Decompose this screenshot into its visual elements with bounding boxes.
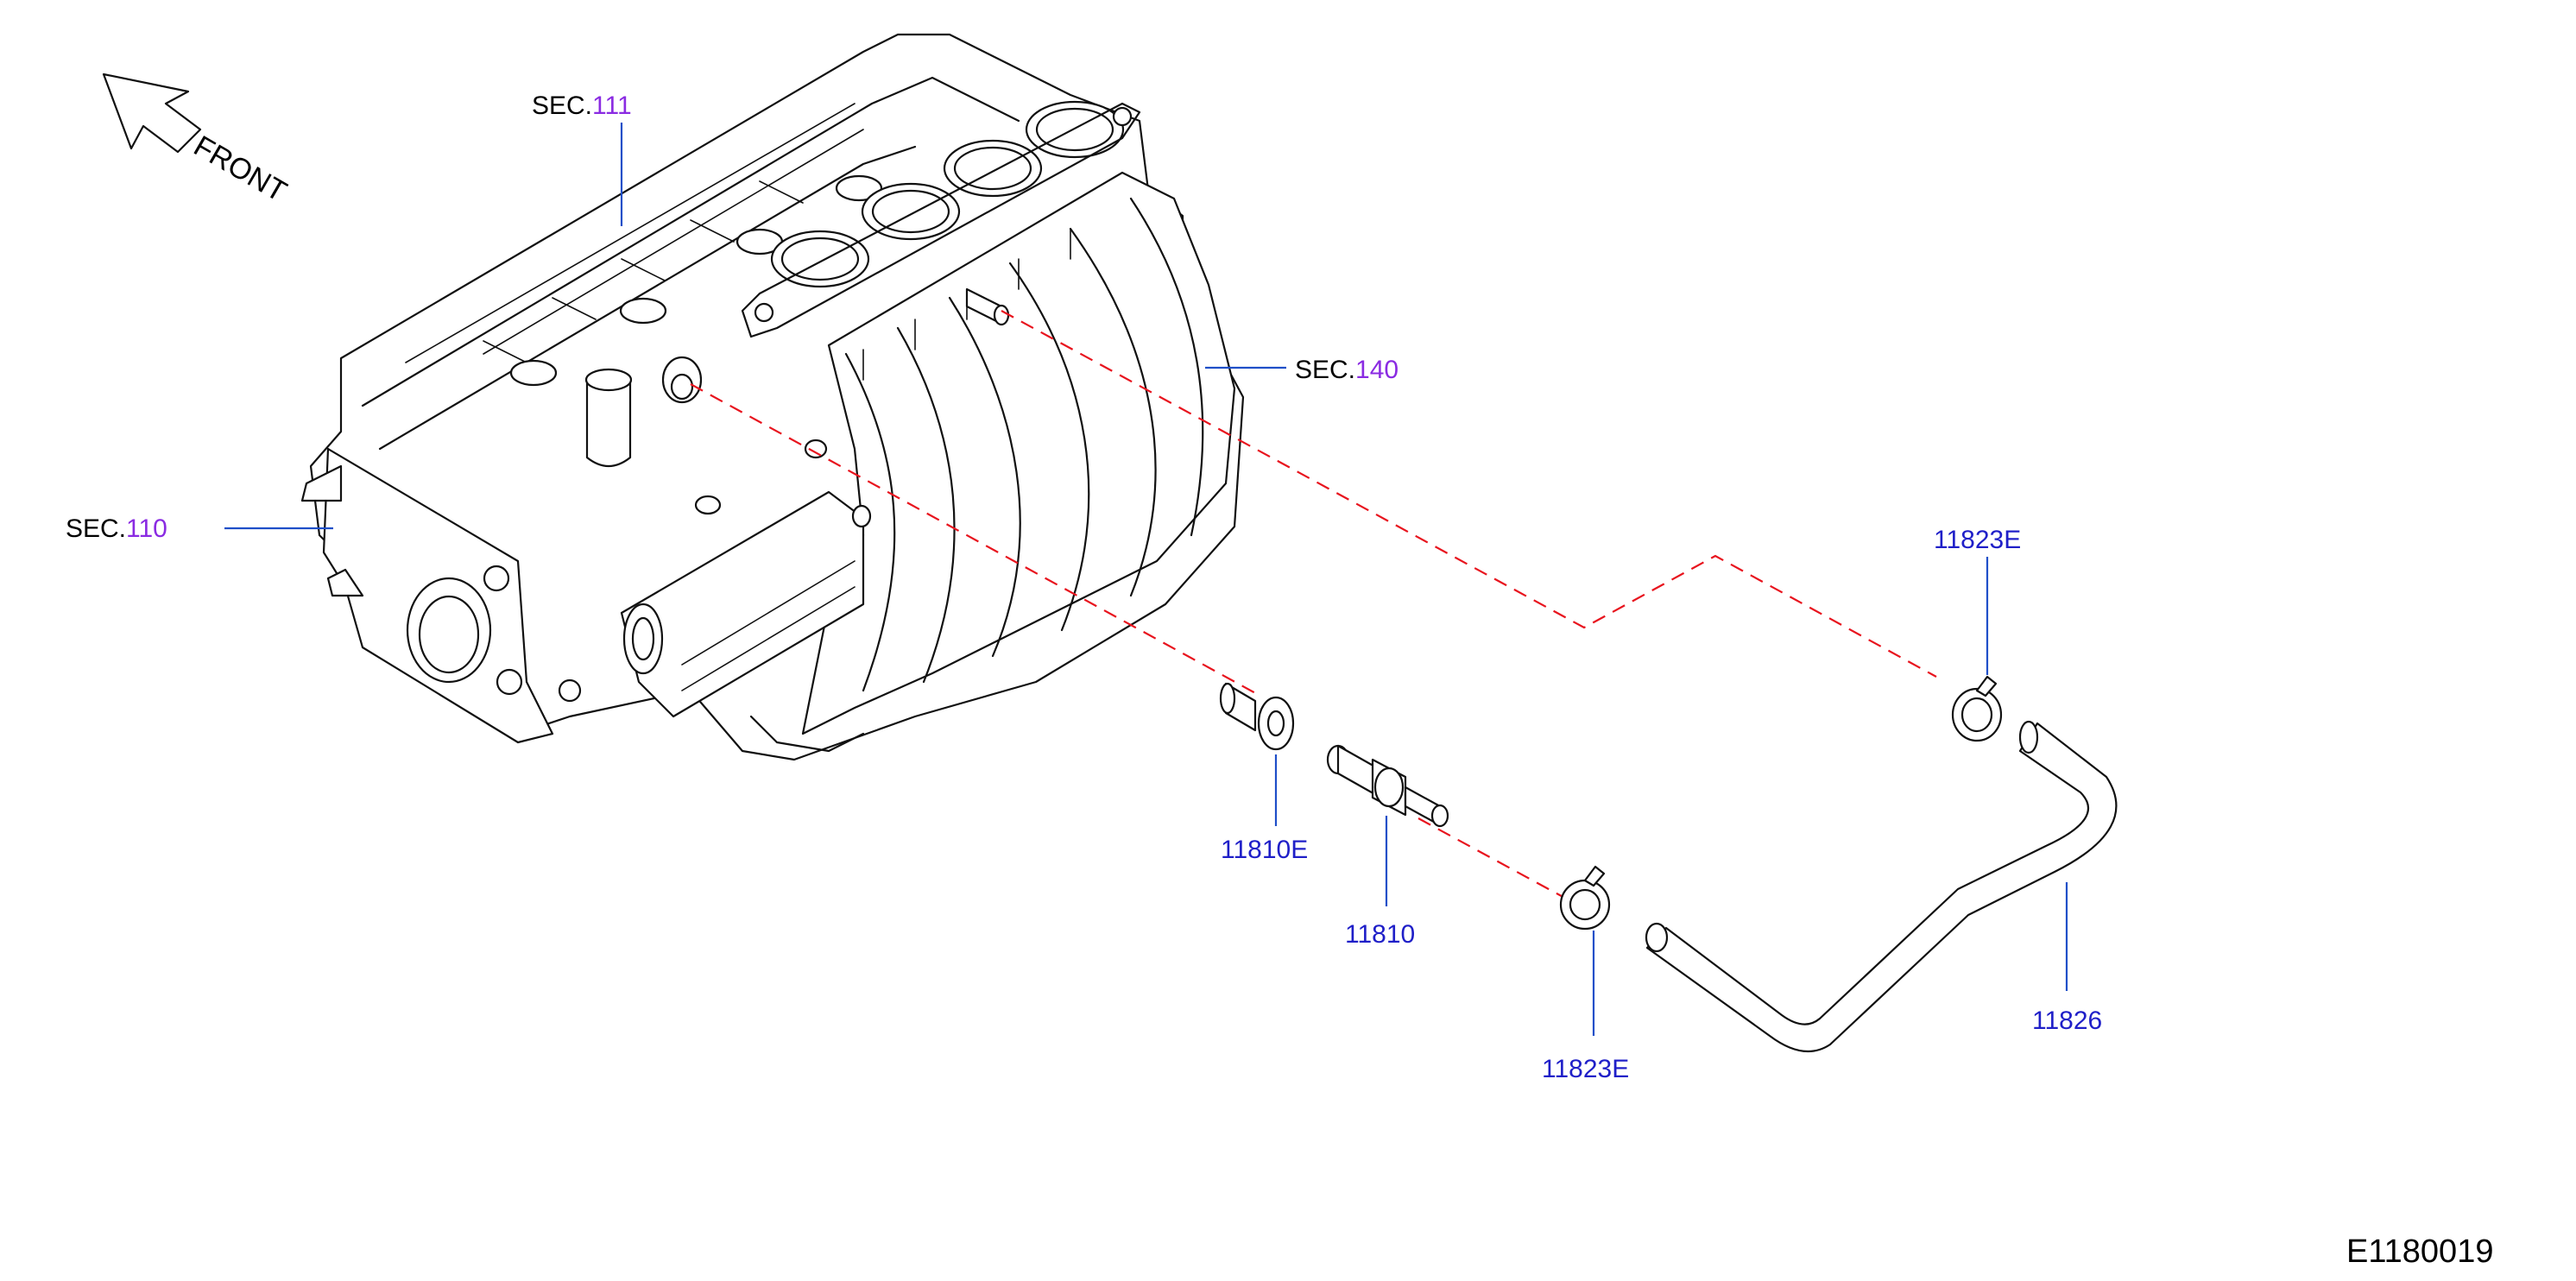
front-label: FRONT [188,129,292,208]
section-number: 111 [592,92,632,120]
part-label-11810e: 11810E [1221,836,1308,864]
section-prefix: SEC. [1295,356,1355,384]
pcv-hose-11826 [1645,720,2118,1053]
section-number: 140 [1355,356,1398,384]
hose-clamp-upper-11823e [1951,675,2003,742]
part-label-11823e-upper: 11823E [1934,526,2021,554]
front-arrow-icon [102,73,202,154]
engine-block-illustration [300,33,1245,761]
part-label-11823e-lower: 11823E [1542,1055,1629,1083]
part-label-11826: 11826 [2032,1006,2102,1035]
part-label-11810: 11810 [1345,920,1415,949]
hose-routing-path [690,310,1937,900]
section-label-111: SEC.111 [532,92,632,120]
section-label-110: SEC.110 [66,514,167,543]
hose-clamp-lower-11823e [1559,865,1611,931]
section-prefix: SEC. [532,92,592,120]
section-number: 110 [126,514,167,543]
leader-lines [224,123,2068,1036]
grommet-11810e [1219,682,1295,751]
section-label-140: SEC.140 [1295,356,1398,384]
diagram-id: E1180019 [2346,1234,2493,1270]
pcv-valve-11810 [1326,744,1449,828]
section-prefix: SEC. [66,514,126,543]
